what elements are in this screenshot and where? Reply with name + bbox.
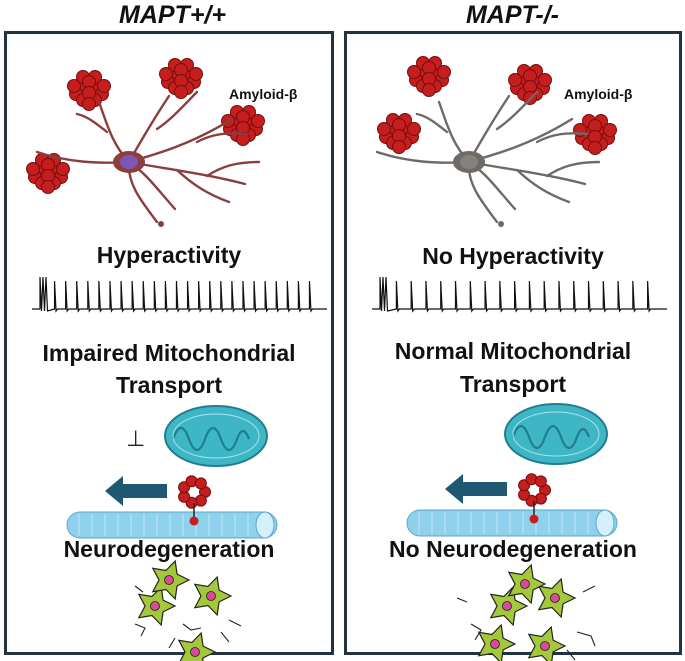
amyloid-cluster bbox=[67, 70, 111, 111]
mitochondrial-transport-diagram bbox=[66, 405, 278, 539]
amyloid-cluster bbox=[407, 56, 451, 97]
transport-label-line2: Transport bbox=[459, 371, 567, 397]
activity-label: No Hyperactivity bbox=[422, 243, 604, 269]
amyloid-label: Amyloid-β bbox=[229, 86, 298, 102]
transport-label-line1: Normal Mitochondrial bbox=[394, 338, 632, 364]
healthy-cells-icon bbox=[456, 563, 596, 661]
panel-knockout: Amyloid-β No Hyperactivity Normal Mitoch… bbox=[344, 31, 682, 661]
transport-label-line1: Impaired Mitochondrial bbox=[42, 340, 296, 366]
transport-label-line2: Transport bbox=[115, 372, 223, 398]
panel-wildtype: Amyloid-β Hyperactivity Impaired Mitocho… bbox=[4, 31, 334, 661]
neuron-icon bbox=[375, 90, 601, 227]
amyloid-clusters-left bbox=[26, 58, 265, 194]
degenerating-cells-icon bbox=[134, 559, 242, 661]
spike-train-trace bbox=[32, 276, 327, 313]
outcome-label: No Neurodegeneration bbox=[389, 536, 637, 562]
spike-train-trace bbox=[372, 276, 667, 313]
neuron-icon bbox=[35, 90, 261, 227]
block-symbol: ⊥ bbox=[126, 426, 146, 451]
outcome-label: Neurodegeneration bbox=[63, 536, 275, 562]
activity-label: Hyperactivity bbox=[96, 242, 242, 268]
column-title-knockout: MAPT-/- bbox=[465, 1, 560, 29]
amyloid-cluster bbox=[377, 113, 421, 154]
mitochondrial-transport-diagram bbox=[406, 403, 618, 537]
amyloid-label: Amyloid-β bbox=[564, 86, 633, 102]
amyloid-clusters-right bbox=[377, 56, 617, 155]
amyloid-cluster bbox=[573, 114, 617, 155]
amyloid-cluster bbox=[159, 58, 203, 99]
column-title-wildtype: MAPT+/+ bbox=[119, 1, 226, 29]
